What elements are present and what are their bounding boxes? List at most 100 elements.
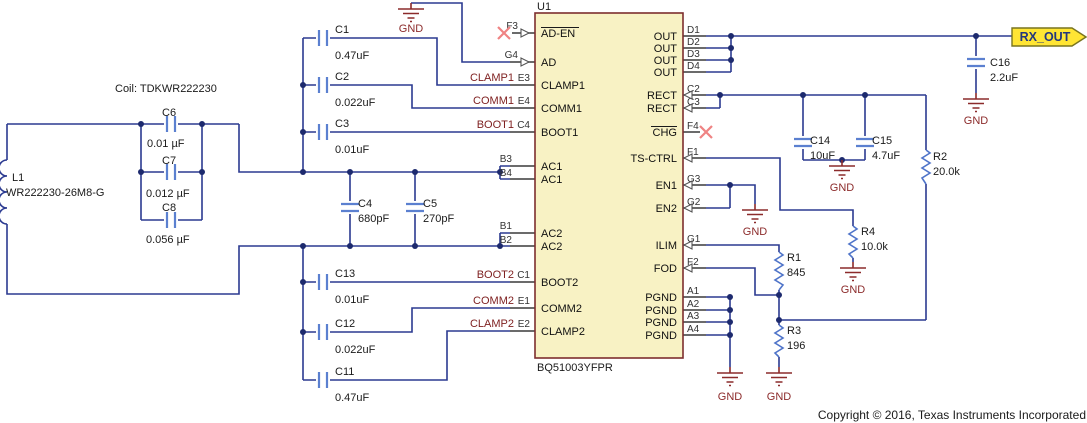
ic-pin-name-boot1: BOOT1 bbox=[541, 127, 578, 139]
capacitor-C16: C16 2.2uF bbox=[967, 57, 1018, 84]
ic-pin-name-ac1-b: AC1 bbox=[541, 174, 562, 186]
no-connect-x-chg bbox=[699, 125, 713, 139]
component-refdes: C3 bbox=[335, 118, 349, 130]
net-label-clamp1: CLAMP1 bbox=[470, 72, 514, 84]
capacitor-C7: C7 0.012 µF bbox=[146, 155, 190, 200]
component-value: 2.2uF bbox=[990, 72, 1018, 84]
capacitor-C5: C5 270pF bbox=[406, 198, 454, 225]
pin-designator: B2 bbox=[500, 235, 513, 246]
capacitor-C8: C8 0.056 µF bbox=[146, 202, 190, 246]
ic-pin-name-boot2: BOOT2 bbox=[541, 277, 578, 289]
pin-designator: D4 bbox=[687, 61, 700, 72]
ic-pin-name-out4: OUT bbox=[654, 67, 678, 79]
ic-pin-name-chg: CHG bbox=[653, 127, 677, 139]
pin-designator: E4 bbox=[518, 96, 531, 107]
pin-designator: G1 bbox=[687, 234, 701, 245]
gnd-symbol-r3: GND bbox=[766, 367, 792, 403]
coil-note: Coil: TDKWR222230 bbox=[115, 83, 217, 95]
inductor-L1: L1 WR222230-26M8-G bbox=[6, 172, 104, 199]
net-flag-label: RX_OUT bbox=[1020, 30, 1071, 44]
capacitor-C15: C15 4.7uF bbox=[856, 135, 900, 162]
gnd-label: GND bbox=[743, 226, 768, 238]
component-value: 10uF bbox=[810, 150, 835, 162]
capacitor-C2: C2 0.022uF bbox=[317, 71, 376, 109]
ic-pin-name-ts-ctrl: TS-CTRL bbox=[631, 153, 677, 165]
ic-pin-name-ilim: ILIM bbox=[656, 240, 677, 252]
component-refdes: C6 bbox=[162, 107, 176, 119]
pin-designator: C4 bbox=[517, 120, 530, 131]
component-refdes: C1 bbox=[335, 24, 349, 36]
pin-designator: E3 bbox=[518, 73, 531, 84]
junction-dots bbox=[138, 33, 979, 338]
pin-designator: A1 bbox=[687, 286, 700, 297]
ic-pin-name-out1: OUT bbox=[654, 31, 678, 43]
ic-pin-name-en2: EN2 bbox=[656, 203, 677, 215]
ic-pin-name-clamp1: CLAMP1 bbox=[541, 80, 585, 92]
component-value: 270pF bbox=[423, 213, 454, 225]
ic-pin-name-pgnd4: PGND bbox=[645, 330, 677, 342]
ic-pin-name-comm1: COMM1 bbox=[541, 103, 582, 115]
ic-pin-name-ac1-a: AC1 bbox=[541, 161, 562, 173]
copyright-note: Copyright © 2016, Texas Instruments Inco… bbox=[818, 408, 1086, 422]
resistor-R3: R3 196 bbox=[773, 324, 805, 358]
pin-designator: D1 bbox=[687, 25, 700, 36]
pin-designator: C1 bbox=[517, 270, 530, 281]
gnd-symbol-c14-c15: GND bbox=[829, 160, 855, 194]
gnd-label: GND bbox=[399, 23, 424, 35]
gnd-symbol-en: GND bbox=[742, 204, 768, 238]
capacitor-C6: C6 0.01 µF bbox=[147, 107, 185, 150]
resistor-R2: R2 20.0k bbox=[920, 149, 960, 185]
ic-pin-name-pgnd1: PGND bbox=[645, 292, 677, 304]
component-value: 0.01uF bbox=[335, 144, 370, 156]
component-value: 10.0k bbox=[861, 241, 888, 253]
component-refdes: C12 bbox=[335, 318, 355, 330]
component-refdes: C16 bbox=[990, 57, 1010, 69]
component-refdes: C13 bbox=[335, 268, 355, 280]
component-value: 0.47uF bbox=[335, 50, 370, 62]
no-connect-x-ad-en bbox=[497, 26, 511, 40]
ic-pin-name-comm2: COMM2 bbox=[541, 303, 582, 315]
net-label-clamp2: CLAMP2 bbox=[470, 318, 514, 330]
ic-pin-name-pgnd3: PGND bbox=[645, 317, 677, 329]
capacitor-C11: C11 0.47uF bbox=[317, 366, 370, 404]
component-refdes: C4 bbox=[358, 198, 372, 210]
net-label-boot2: BOOT2 bbox=[477, 269, 514, 281]
pin-designator: G2 bbox=[687, 197, 701, 208]
pin-designator: D2 bbox=[687, 37, 700, 48]
ic-pin-name-out2: OUT bbox=[654, 43, 678, 55]
component-refdes: R1 bbox=[787, 252, 801, 264]
resistor-R4: R4 10.0k bbox=[847, 225, 888, 259]
pin-designator: E2 bbox=[518, 319, 531, 330]
pin-designator: D3 bbox=[687, 49, 700, 60]
component-value: 680pF bbox=[358, 213, 389, 225]
ic-pin-name-out3: OUT bbox=[654, 55, 678, 67]
component-refdes: R2 bbox=[933, 151, 947, 163]
pin-designator: F3 bbox=[506, 21, 518, 32]
pin-designator: C2 bbox=[687, 84, 700, 95]
component-value: 20.0k bbox=[933, 166, 960, 178]
pin-designator: F1 bbox=[687, 147, 699, 158]
component-value: 0.47uF bbox=[335, 392, 370, 404]
pin-designator: A4 bbox=[687, 324, 700, 335]
pin-designator: A3 bbox=[687, 311, 700, 322]
gnd-label: GND bbox=[718, 391, 743, 403]
ic-pin-name-rect1: RECT bbox=[647, 90, 677, 102]
ic-pin-name-ac2-a: AC2 bbox=[541, 228, 562, 240]
pin-direction-arrows bbox=[520, 28, 693, 273]
component-refdes: R4 bbox=[861, 226, 875, 238]
ic-refdes: U1 bbox=[537, 1, 551, 13]
gnd-label: GND bbox=[964, 115, 989, 127]
pin-designator: A2 bbox=[687, 299, 700, 310]
net-label-comm1: COMM1 bbox=[473, 95, 514, 107]
component-value: 4.7uF bbox=[872, 150, 900, 162]
component-value: 845 bbox=[787, 267, 805, 279]
gnd-label: GND bbox=[830, 182, 855, 194]
component-refdes: C7 bbox=[162, 155, 176, 167]
resistor-R1: R1 845 bbox=[773, 251, 805, 291]
component-value: 0.01uF bbox=[335, 294, 370, 306]
gnd-label: GND bbox=[767, 391, 792, 403]
pin-designator: F2 bbox=[687, 257, 699, 268]
gnd-symbol-c16: GND bbox=[963, 93, 989, 127]
